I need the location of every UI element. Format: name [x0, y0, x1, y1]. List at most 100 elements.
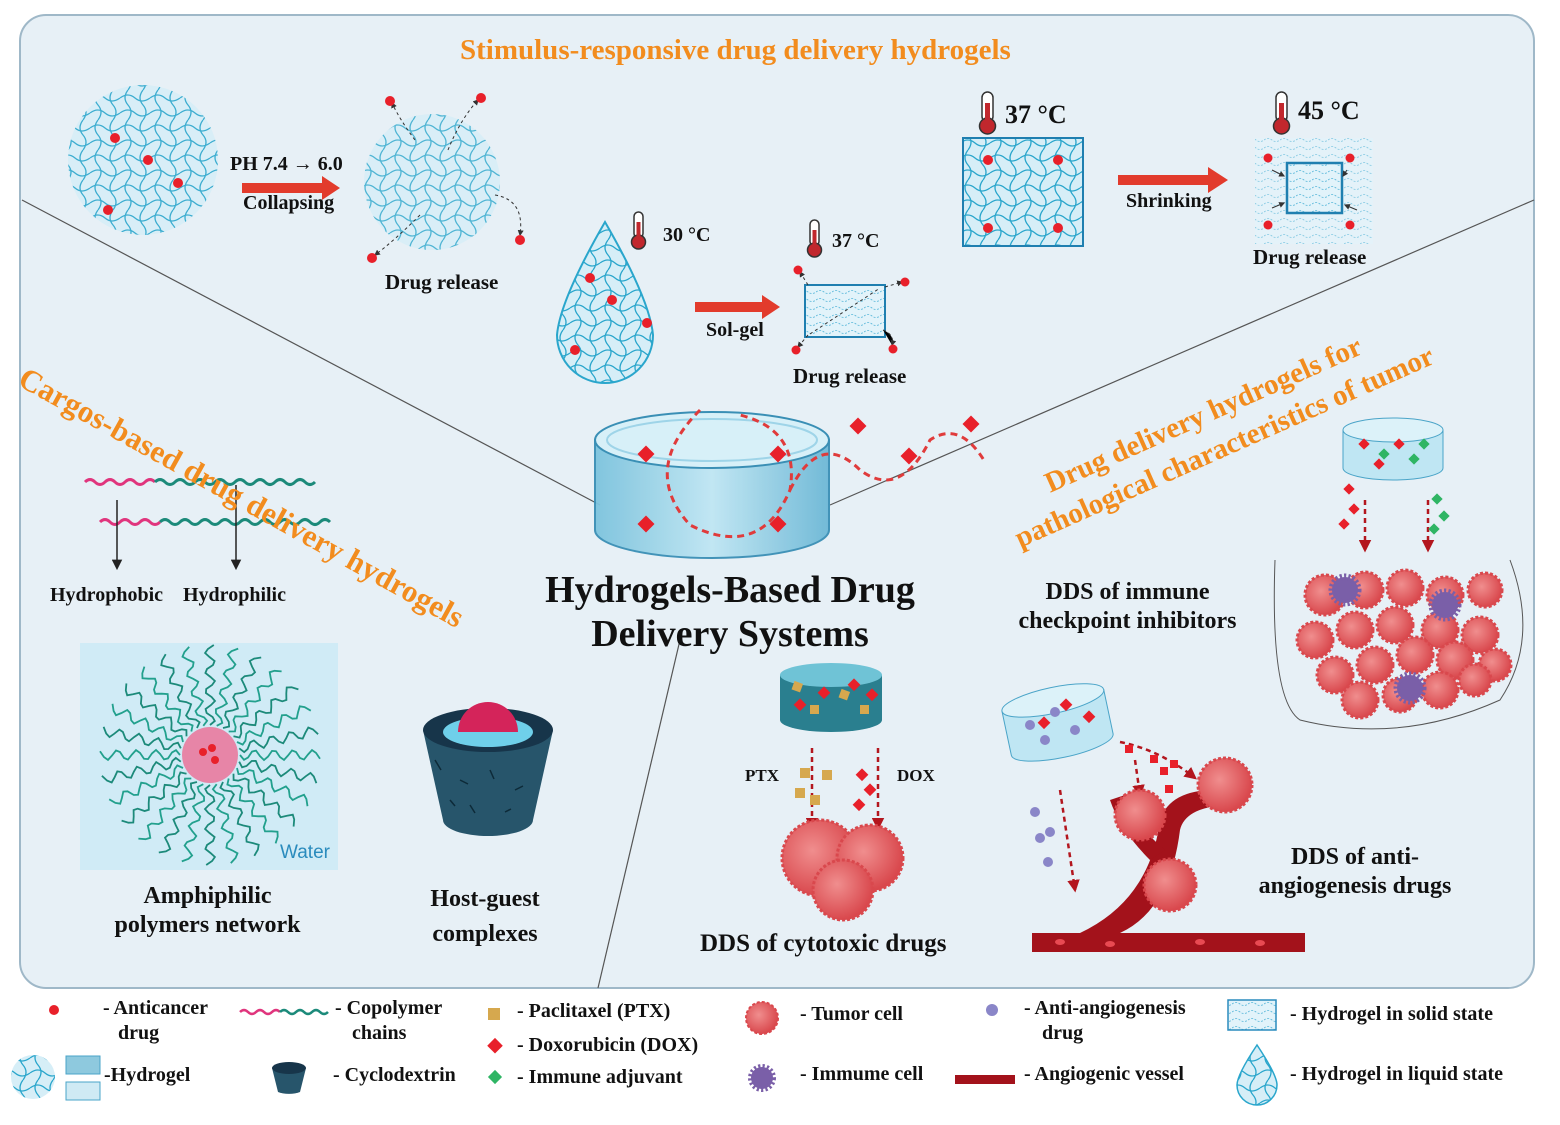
micelle-chain — [226, 778, 279, 844]
divider-right — [829, 199, 1535, 506]
immune-cell — [1428, 588, 1462, 622]
section-stimulus-title: Stimulus-responsive drug delivery hydrog… — [460, 34, 1011, 66]
immune-hydrogel — [1338, 417, 1450, 553]
shrinking-label: Shrinking — [1126, 190, 1212, 212]
immune-cell — [1393, 671, 1427, 705]
tumor-cell — [1335, 610, 1375, 650]
micelle-chain — [238, 726, 319, 754]
micelle-chain — [211, 783, 239, 864]
legend-anticancer: - Anticancer — [103, 997, 208, 1019]
cytotoxic-hydrogel — [780, 663, 905, 922]
tumor-cell — [1457, 662, 1493, 698]
micelle-chain — [232, 773, 296, 827]
micelle-chain — [102, 726, 182, 751]
micelle-chain — [219, 781, 260, 857]
legend-anti-angio: - Anti-angiogenesis — [1024, 997, 1186, 1019]
tumor-cell — [1355, 645, 1395, 685]
legend-dox: - Doxorubicin (DOX) — [517, 1034, 699, 1056]
tumor-cell — [1295, 620, 1335, 660]
drop-temp2-label: 37 °C — [832, 230, 880, 252]
micelle-chain — [238, 759, 318, 784]
micelle-chain — [222, 656, 262, 729]
legend-ptx: - Paclitaxel (PTX) — [517, 1000, 671, 1022]
ph-hydrogel-after — [364, 93, 525, 263]
tumor-cell — [1375, 605, 1415, 645]
micelle-chain — [236, 705, 312, 746]
micelle-chain — [233, 686, 299, 739]
micelle-chain — [160, 653, 201, 729]
host-guest-caption-line2: complexes — [432, 921, 538, 947]
host-guest-caption-line1: Host-guest — [430, 886, 540, 912]
micelle-chain — [181, 783, 206, 863]
thermometer-30-icon — [630, 211, 647, 250]
micelle-chain — [108, 764, 184, 805]
water-label: Water — [280, 842, 330, 863]
amphiphilic-caption: Amphiphilic polymers network — [80, 882, 335, 940]
drop-temp1-label: 30 °C — [663, 224, 711, 246]
drop-result-label: Drug release — [793, 364, 907, 388]
gel-block-37 — [962, 137, 1084, 247]
legend-anticancer-icon — [49, 1005, 59, 1015]
legend-icons — [11, 999, 1278, 1106]
micelle-chain — [99, 748, 181, 762]
shrink-temp1-label: 37 °C — [1005, 100, 1067, 129]
tumor-cell — [1466, 571, 1504, 609]
shrink-result-label: Drug release — [1253, 245, 1367, 269]
cytotoxic-caption: DDS of cytotoxic drugs — [700, 930, 947, 957]
divider-bottom — [597, 639, 681, 989]
angio-caption: DDS of anti- angiogenesis drugs — [1230, 843, 1480, 901]
immune-caption: DDS of immune checkpoint inhibitors — [990, 578, 1265, 636]
micelle-chain — [228, 669, 282, 733]
center-title-line2: Delivery Systems — [591, 613, 869, 655]
hydrophilic-label: Hydrophilic — [183, 584, 286, 606]
copolymer-chain-diagram — [83, 478, 332, 571]
thermometer-37-small-icon — [806, 219, 823, 258]
legend-tumor: - Tumor cell — [800, 1003, 903, 1025]
micelle-chain — [111, 703, 184, 743]
ph-action-label: Collapsing — [243, 192, 335, 214]
micelle-chain — [101, 756, 182, 784]
center-title: Hydrogels-Based Drug Delivery Systems — [520, 568, 940, 656]
micelle-chain — [121, 771, 187, 824]
liquid-droplet — [555, 219, 655, 384]
gel-block-45 — [1255, 138, 1373, 244]
micelle-panel — [80, 643, 338, 870]
amphiphilic-caption-line2: polymers network — [114, 912, 301, 938]
legend-liquid: - Hydrogel in liquid state — [1290, 1063, 1503, 1085]
tumor-cell — [1340, 680, 1380, 720]
angio-caption-line2: angiogenesis drugs — [1258, 873, 1452, 899]
micelle-chain — [141, 666, 194, 732]
sol-gel-arrow — [695, 295, 780, 319]
host-guest-cyclodextrin — [423, 702, 553, 836]
legend-vessel: - Angiogenic vessel — [1024, 1063, 1184, 1085]
micelle-chain — [214, 647, 239, 727]
micelle-chain — [124, 683, 188, 737]
central-hydrogel-cylinder — [594, 408, 987, 559]
legend-copolymer-2: chains — [352, 1022, 407, 1044]
angiogenic-vessel — [1032, 756, 1305, 952]
micelle-chain — [236, 767, 309, 807]
shrink-temp2-label: 45 °C — [1298, 96, 1360, 125]
ptx-label: PTX — [745, 766, 779, 785]
micelle-chain — [158, 781, 198, 854]
immune-caption-line2: checkpoint inhibitors — [1018, 608, 1237, 634]
legend-hydrogel: -Hydrogel — [104, 1064, 191, 1086]
ph-result-label: Drug release — [385, 270, 499, 294]
legend-anticancer-2: drug — [118, 1022, 160, 1044]
hydrophobic-label: Hydrophobic — [50, 584, 163, 606]
micelle-chain — [181, 646, 209, 727]
legend-immune-cell: - Immume cell — [800, 1063, 924, 1085]
sol-gel-label: Sol-gel — [706, 319, 764, 341]
divider-left — [21, 199, 601, 506]
amphiphilic-caption-line1: Amphiphilic — [143, 883, 272, 909]
shrinking-arrow — [1118, 167, 1228, 193]
tumor-cluster — [1273, 559, 1524, 730]
dox-label: DOX — [897, 766, 935, 785]
legend-copolymer: - Copolymer — [335, 997, 443, 1019]
micelle-chain — [239, 748, 321, 762]
legend-anti-angio-2: drug — [1042, 1022, 1084, 1044]
thermometer-45-icon — [1272, 91, 1291, 135]
legend-adjuvant: - Immune adjuvant — [517, 1066, 683, 1088]
tumor-cell — [1420, 670, 1460, 710]
